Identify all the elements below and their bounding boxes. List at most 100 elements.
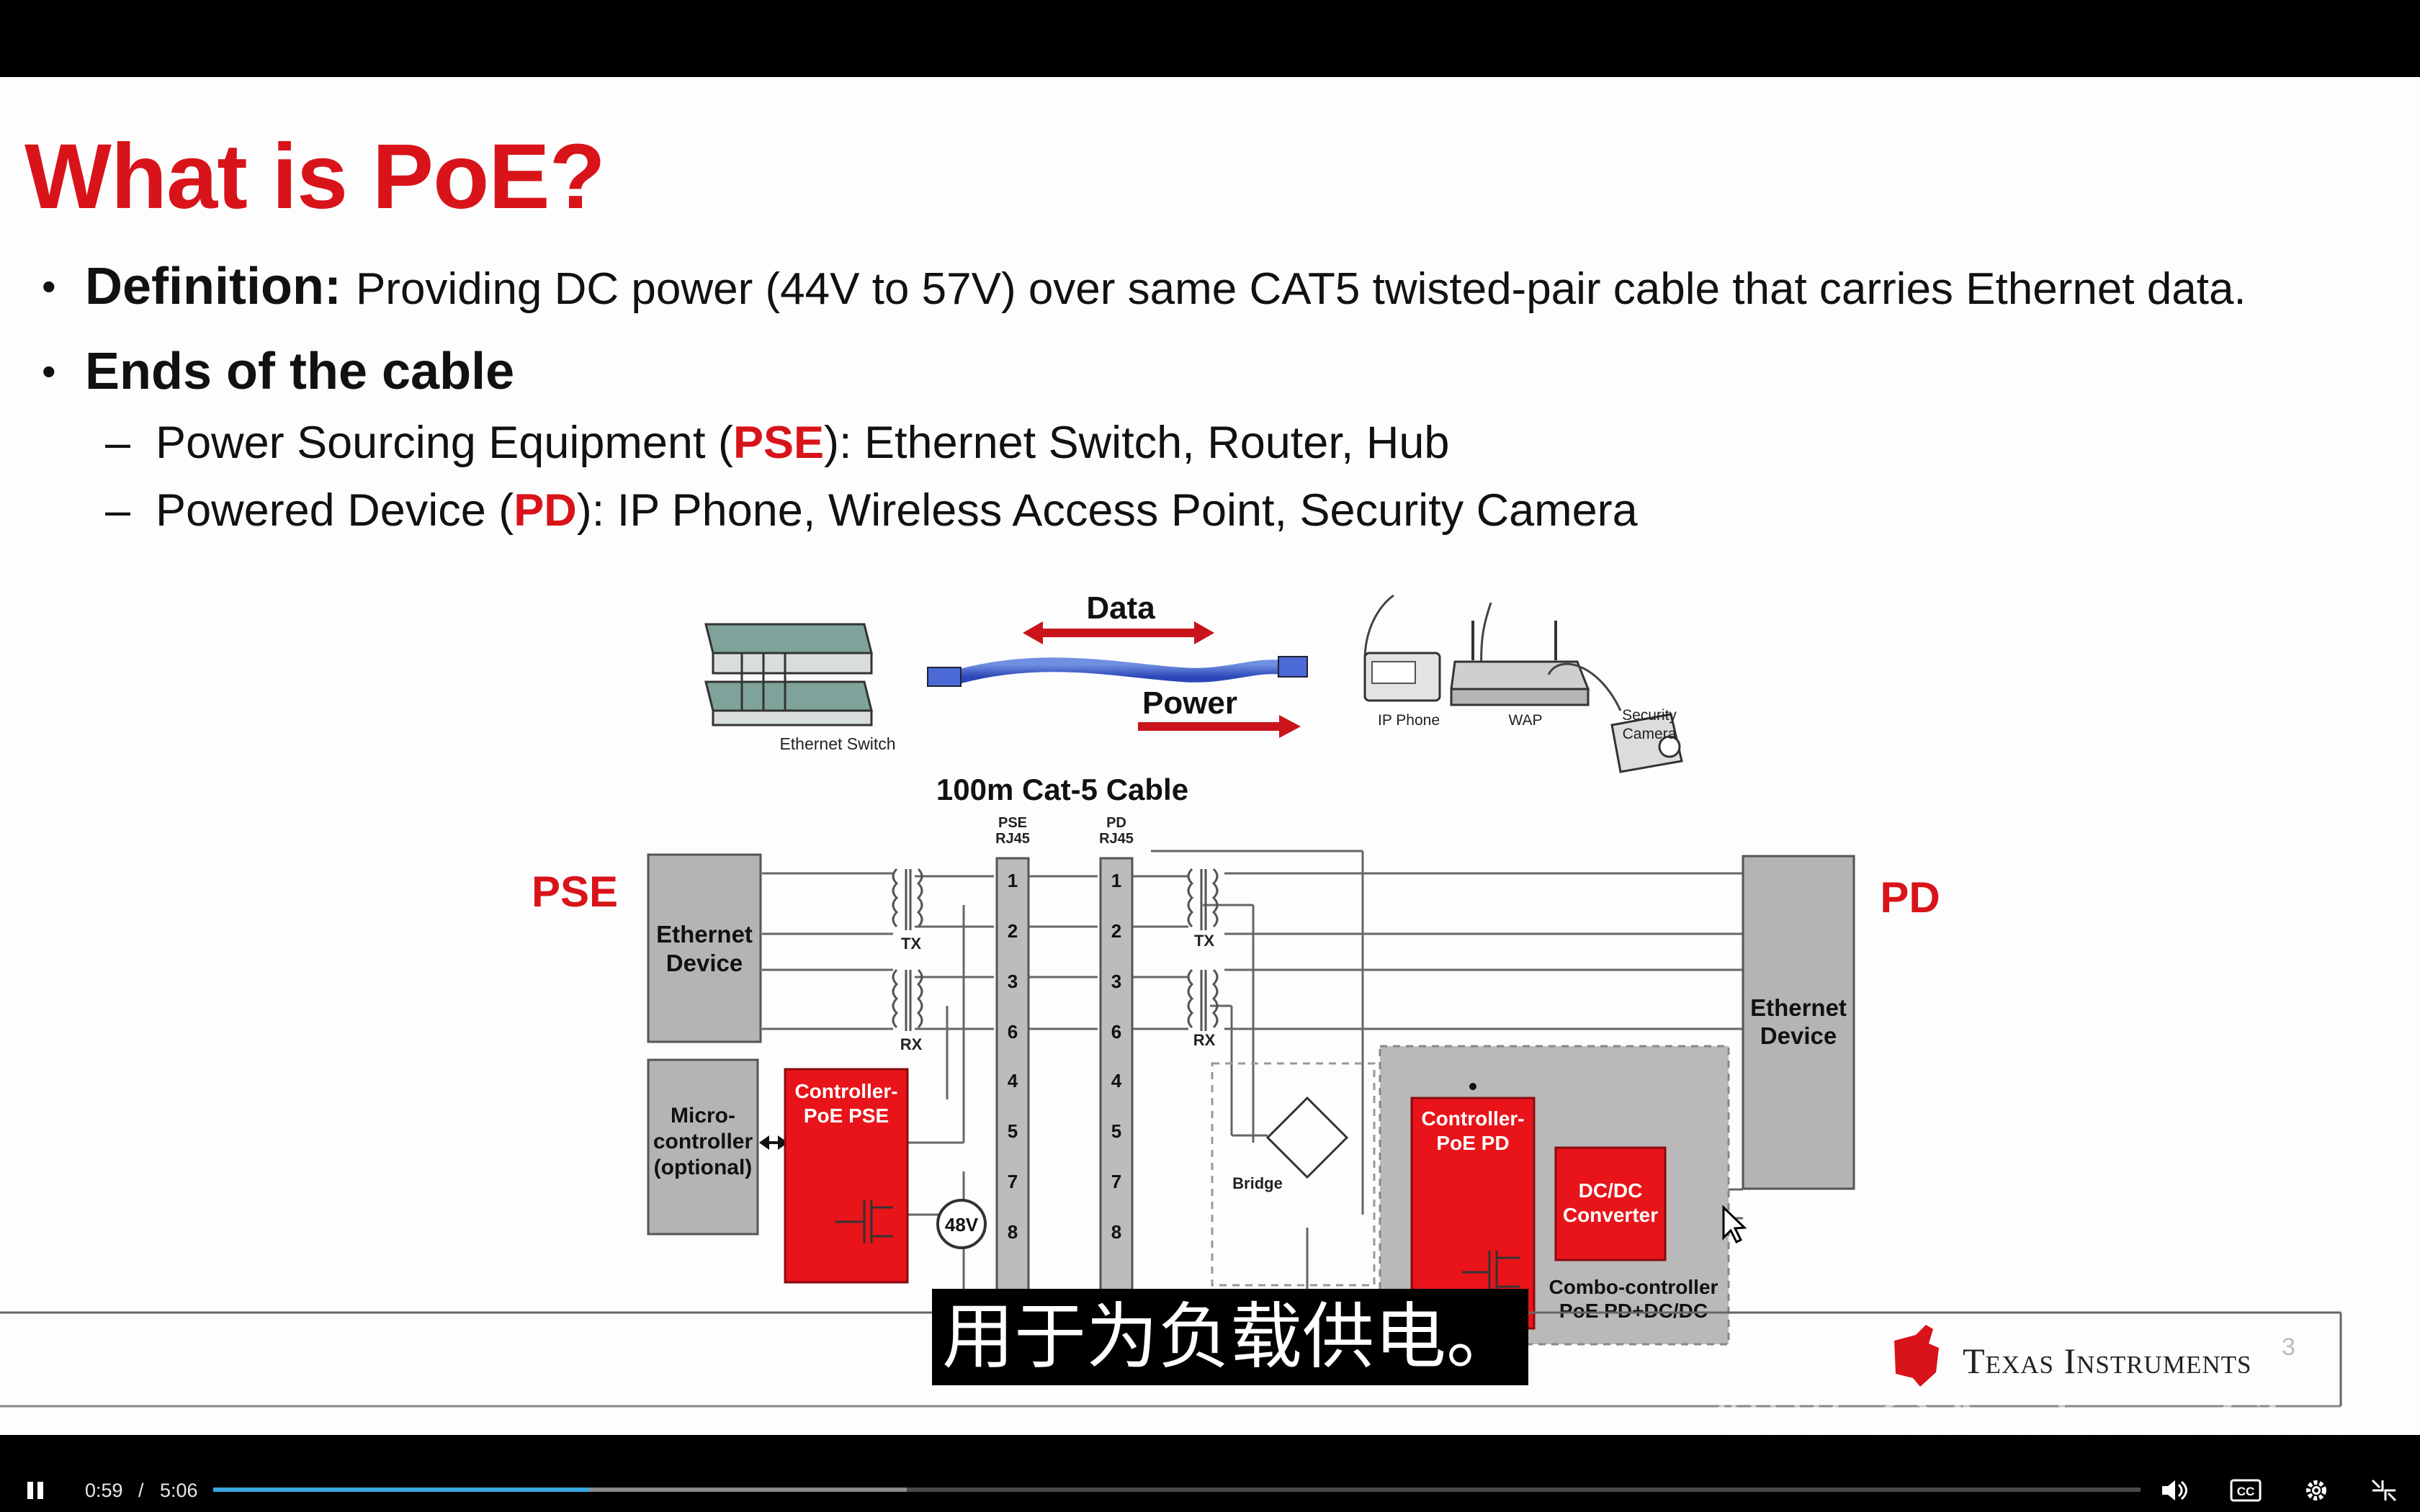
pd-pin-label: 7 — [1111, 1171, 1121, 1192]
current-time: 0:59 — [85, 1480, 123, 1501]
pse-mosfet-symbol — [835, 1200, 893, 1243]
voltage-source-48v: 48V — [936, 1199, 987, 1249]
eth-device-pd-line2: Device — [1760, 1022, 1837, 1049]
ethernet-switch-illustration — [704, 623, 873, 726]
pd-mosfet-symbol — [1462, 1251, 1520, 1294]
progress-bar[interactable] — [213, 1488, 2141, 1492]
pause-button[interactable] — [22, 1475, 53, 1506]
cc-label: CC — [2237, 1485, 2255, 1498]
ctrl-pse-line1: Controller- — [794, 1080, 897, 1102]
texas-instruments-logo: Texas Instruments — [1894, 1325, 2251, 1387]
combo-line1: Combo-controller — [1549, 1276, 1718, 1298]
eth-device-pse-line1: Ethernet — [656, 921, 753, 948]
pd-pin-label: 4 — [1111, 1070, 1122, 1092]
exit-fullscreen-button[interactable] — [2368, 1475, 2400, 1506]
cable-label: 100m Cat-5 Cable — [936, 773, 1188, 806]
mouse-pointer-icon — [1722, 1205, 1747, 1244]
ctrl-pd-line2: PoE PD — [1436, 1132, 1509, 1154]
pd-rj45-label-2: RJ45 — [1099, 831, 1134, 847]
captions-button[interactable]: CC — [2230, 1475, 2262, 1506]
slide-title: What is PoE? — [24, 125, 606, 228]
pd-rj45-connector — [1099, 857, 1134, 1346]
pause-icon — [27, 1482, 43, 1499]
slide-page-number: 3 — [2282, 1333, 2295, 1361]
cable-illustration — [927, 656, 1308, 687]
pd-pin-label: 6 — [1111, 1021, 1121, 1043]
pse-pin-label: 7 — [1008, 1171, 1018, 1192]
settings-button[interactable] — [2300, 1475, 2332, 1506]
micro-line3: (optional) — [654, 1156, 753, 1179]
dash: – — [105, 418, 156, 468]
junction-dot — [1469, 1083, 1476, 1090]
captions-icon: CC — [2230, 1479, 2262, 1502]
ends-heading: Ends of the cable — [85, 343, 515, 400]
pd-pin-label: 3 — [1111, 971, 1121, 992]
pse-sub-bullet: – Power Sourcing Equipment (PSE): Ethern… — [105, 417, 1449, 469]
progress-played — [213, 1488, 589, 1492]
pse-pin-label: 8 — [1008, 1221, 1018, 1243]
pse-side-label: PSE — [532, 868, 618, 916]
pse-pin-label: 5 — [1008, 1120, 1018, 1142]
definition-bullet: Definition: Providing DC power (44V to 5… — [85, 257, 2246, 316]
data-label: Data — [1086, 590, 1155, 626]
gear-icon — [2306, 1480, 2326, 1500]
eth-device-pd-line1: Ethernet — [1750, 994, 1847, 1021]
combo-line2: PoE PD+DC/DC — [1559, 1300, 1708, 1322]
ctrl-pse-line2: PoE PSE — [804, 1104, 889, 1127]
eth-device-pse-line2: Device — [666, 950, 743, 976]
dash: – — [105, 485, 156, 536]
tx-transformer-pd — [1187, 868, 1219, 930]
camera-label-2: Camera — [1623, 726, 1677, 742]
ti-wordmark: Texas Instruments — [1963, 1341, 2251, 1381]
dcdc-line2: Converter — [1563, 1204, 1658, 1226]
camera-label-1: Security — [1622, 707, 1677, 724]
pse-pin-label: 6 — [1008, 1021, 1018, 1043]
pse-suffix: ): Ethernet Switch, Router, Hub — [824, 418, 1450, 468]
pse-pin-label: 2 — [1008, 920, 1018, 942]
video-controls-bar — [0, 1435, 2420, 1512]
switch-label: Ethernet Switch — [779, 734, 895, 753]
definition-label: Definition: — [85, 258, 341, 315]
bidirectional-arrow — [759, 1135, 788, 1150]
power-arrow — [1138, 715, 1301, 738]
micro-line2: controller — [653, 1130, 753, 1153]
pse-abbr: PSE — [732, 418, 825, 468]
pse-rj45-connector — [995, 857, 1030, 1346]
micro-line1: Micro- — [671, 1104, 735, 1128]
pse-prefix: Power Sourcing Equipment ( — [156, 418, 733, 468]
pd-suffix: ): IP Phone, Wireless Access Point, Secu… — [576, 485, 1638, 536]
pse-pin-label: 4 — [1008, 1070, 1018, 1092]
definition-text: Providing DC power (44V to 57V) over sam… — [355, 264, 2246, 314]
pd-pin-label: 1 — [1111, 870, 1121, 891]
video-subtitle: 用于为负载供电。 — [932, 1289, 1528, 1385]
ctrl-pd-line1: Controller- — [1421, 1107, 1524, 1130]
pd-side-label: PD — [1880, 873, 1940, 922]
pd-sub-bullet: – Powered Device (PD): IP Phone, Wireles… — [105, 485, 1638, 536]
bridge-rectifier — [1265, 1096, 1349, 1179]
poe-diagram: Ethernet Switch Data Power IP Phone — [0, 590, 2342, 1408]
rx-label-pd: RX — [1193, 1031, 1216, 1049]
tx-transformer-pse — [892, 868, 923, 930]
tx-label-pd: TX — [1194, 932, 1214, 950]
pse-rj45-label-1: PSE — [998, 815, 1027, 831]
security-camera-icon — [1547, 662, 1683, 773]
volume-button[interactable] — [2158, 1475, 2190, 1506]
exit-fullscreen-icon — [2371, 1479, 2397, 1502]
slide: What is PoE? • Definition: Providing DC … — [0, 77, 2420, 1435]
dcdc-converter — [1554, 1146, 1667, 1261]
tx-label-pse: TX — [901, 935, 921, 953]
pd-pin-label: 8 — [1111, 1221, 1121, 1243]
volume-icon — [2162, 1480, 2187, 1500]
pd-pin-label: 5 — [1111, 1120, 1121, 1142]
pd-abbr: PD — [514, 485, 577, 536]
bridge-box — [1211, 1062, 1376, 1287]
rx-transformer-pse — [892, 968, 923, 1031]
bullet-dot: • — [42, 348, 56, 394]
rx-transformer-pd — [1187, 968, 1219, 1031]
pd-pin-label: 2 — [1111, 920, 1121, 942]
controller-poe-pse — [784, 1068, 909, 1284]
pse-pin-label: 3 — [1008, 971, 1018, 992]
power-label: Power — [1142, 685, 1237, 721]
pd-prefix: Powered Device ( — [156, 485, 514, 536]
voltage-label: 48V — [945, 1214, 979, 1236]
